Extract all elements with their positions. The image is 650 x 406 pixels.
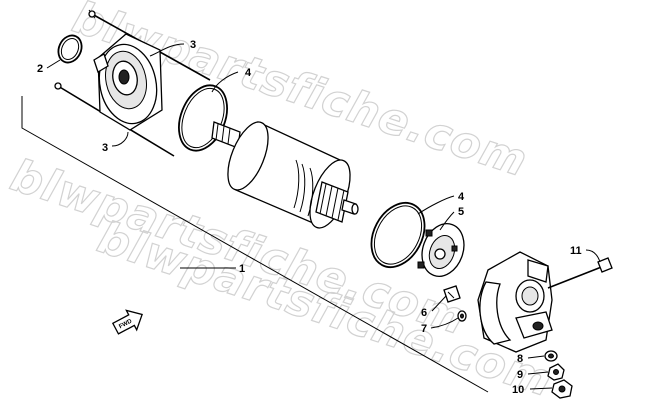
- washer-small: [457, 310, 467, 322]
- mounting-bolt: [547, 257, 613, 289]
- lock-nut: [547, 363, 565, 381]
- callout-labels: 1 2 3 3 4 4 5 6 7 8 9 10 11: [37, 39, 582, 396]
- callout-1: 1: [239, 263, 245, 275]
- callout-10: 10: [512, 384, 524, 396]
- callout-8: 8: [517, 353, 523, 365]
- brush-bracket: [443, 285, 461, 303]
- hex-nut: [551, 379, 573, 399]
- leader-lines: [46, 43, 601, 390]
- assembly-bracket: [21, 96, 489, 393]
- callout-4-lower: 4: [458, 191, 465, 203]
- brush-plate: [417, 223, 465, 277]
- front-housing: [477, 251, 553, 353]
- callout-2: 2: [37, 63, 43, 75]
- callout-7: 7: [421, 323, 427, 335]
- o-ring-small: [57, 34, 83, 64]
- callout-4-upper: 4: [245, 67, 252, 79]
- forward-arrow: FWD: [111, 309, 143, 335]
- callout-11: 11: [570, 245, 582, 257]
- callout-3-lower: 3: [102, 142, 108, 154]
- callout-3-upper: 3: [190, 39, 196, 51]
- callout-6: 6: [421, 307, 427, 319]
- pinion-gear: [315, 181, 359, 223]
- callout-5: 5: [458, 206, 464, 218]
- o-ring-lower: [370, 202, 426, 268]
- callout-9: 9: [517, 369, 523, 381]
- armature-shaft-left: [211, 121, 241, 149]
- rear-end-cover: [93, 33, 163, 131]
- flat-washer: [544, 350, 558, 362]
